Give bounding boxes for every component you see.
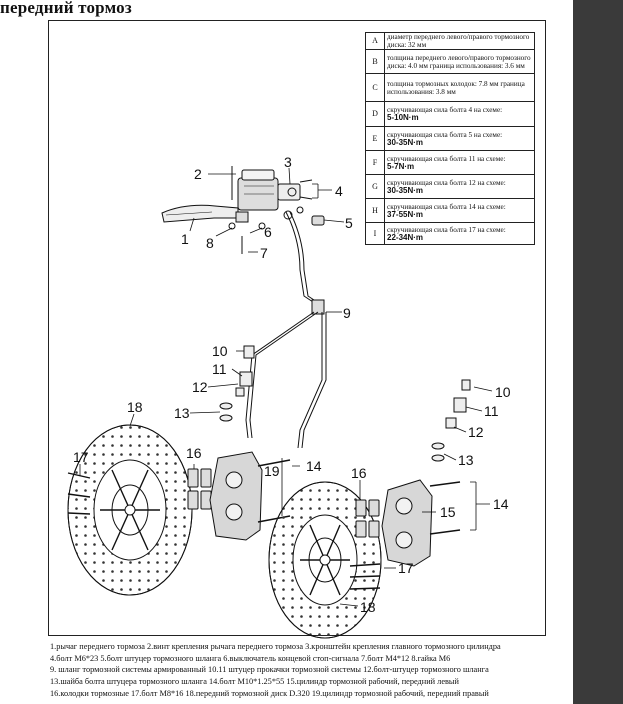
master-cylinder-assembly: [161, 166, 325, 254]
brake-pads-right: [355, 499, 380, 538]
callout-4: 4: [335, 183, 343, 199]
callout-12-left: 12: [192, 379, 208, 395]
brake-disc-right: [268, 481, 382, 639]
callout-12-right: 12: [468, 424, 484, 440]
spec-text: скручивающая сила болта 12 на схеме:: [387, 178, 506, 187]
callout-11-right: 11: [484, 403, 499, 419]
spec-value: 5-7N·m: [387, 161, 415, 171]
callout-7: 7: [260, 245, 268, 261]
callout-18-right: 18: [360, 599, 376, 615]
spec-text: скручивающая сила болта 14 на схеме:: [387, 202, 506, 211]
spec-text: скручивающая сила болта 5 на схеме:: [387, 130, 503, 139]
spec-text: скручивающая сила болта 4 на схеме:: [387, 106, 503, 114]
disc-bolts-left: [67, 472, 91, 515]
spec-text: скручивающая сила болта 11 на схеме:: [387, 154, 506, 163]
callout-16-right: 16: [351, 465, 367, 481]
callout-10-left: 10: [212, 343, 228, 359]
callout-11-left: 11: [212, 361, 227, 377]
callout-9: 9: [343, 305, 351, 321]
callout-5: 5: [345, 215, 353, 231]
legend-line: 4.болт M6*23 5.болт штуцер тормозного шл…: [50, 653, 451, 663]
callout-10-right: 10: [495, 384, 511, 400]
caliper-left: [209, 451, 291, 541]
callout-labels: 2 3 4 5 1 8 6 7 9 10 11 12 13 18 16 17 1…: [73, 154, 511, 615]
spec-value: 22-34N·m: [387, 232, 424, 242]
spec-value: 30-35N·m: [387, 185, 424, 195]
legend-line: 1.рычаг переднего тормоза 2.винт креплен…: [50, 642, 501, 651]
legend-line: 16.колодки тормозные 17.болт M8*16 18.пе…: [50, 688, 489, 698]
callout-6: 6: [264, 224, 272, 240]
callout-1: 1: [181, 231, 189, 247]
spec-text: скручивающая сила болта 17 на схеме:: [387, 225, 506, 234]
callout-17-left: 17: [73, 449, 89, 465]
bleeder-set-right: [431, 379, 471, 462]
callout-13-left: 13: [174, 405, 190, 421]
callout-2: 2: [194, 166, 202, 182]
callout-16-left: 16: [186, 445, 202, 461]
brake-lever: [161, 204, 239, 223]
callout-14-left: 14: [306, 458, 322, 474]
callout-18-left: 18: [127, 399, 143, 415]
caliper-right: [381, 479, 461, 567]
spec-text: толщина тормозных колодок: 7.8 мм границ…: [384, 73, 535, 102]
callout-19: 19: [264, 463, 280, 479]
parts-legend: 1.рычаг переднего тормоза 2.винт креплен…: [50, 641, 570, 699]
callout-17-right: 17: [398, 560, 414, 576]
callout-3: 3: [284, 154, 292, 170]
spec-value: 37-55N·m: [387, 209, 424, 219]
page-title: передний тормоз: [0, 0, 132, 17]
brake-hose: [245, 211, 327, 449]
callout-8: 8: [206, 235, 214, 251]
right-side-bar: [573, 0, 623, 704]
bleeder-set-left: [219, 345, 255, 422]
disc-bolts-right: [349, 563, 381, 590]
brake-pads-left: [187, 468, 212, 510]
callout-14-right: 14: [493, 496, 509, 512]
callout-15: 15: [440, 504, 456, 520]
brake-disc-left: [67, 424, 193, 596]
spec-value: 30-35N·m: [387, 137, 424, 147]
leader-lines: [79, 167, 493, 607]
legend-line: 9. шланг тормозной системы армированный …: [50, 665, 489, 675]
callout-13-right: 13: [458, 452, 474, 468]
legend-line: 13.шайба болта штуцера тормозного шланга…: [50, 677, 459, 687]
spec-value: 5-10N·m: [387, 113, 419, 122]
